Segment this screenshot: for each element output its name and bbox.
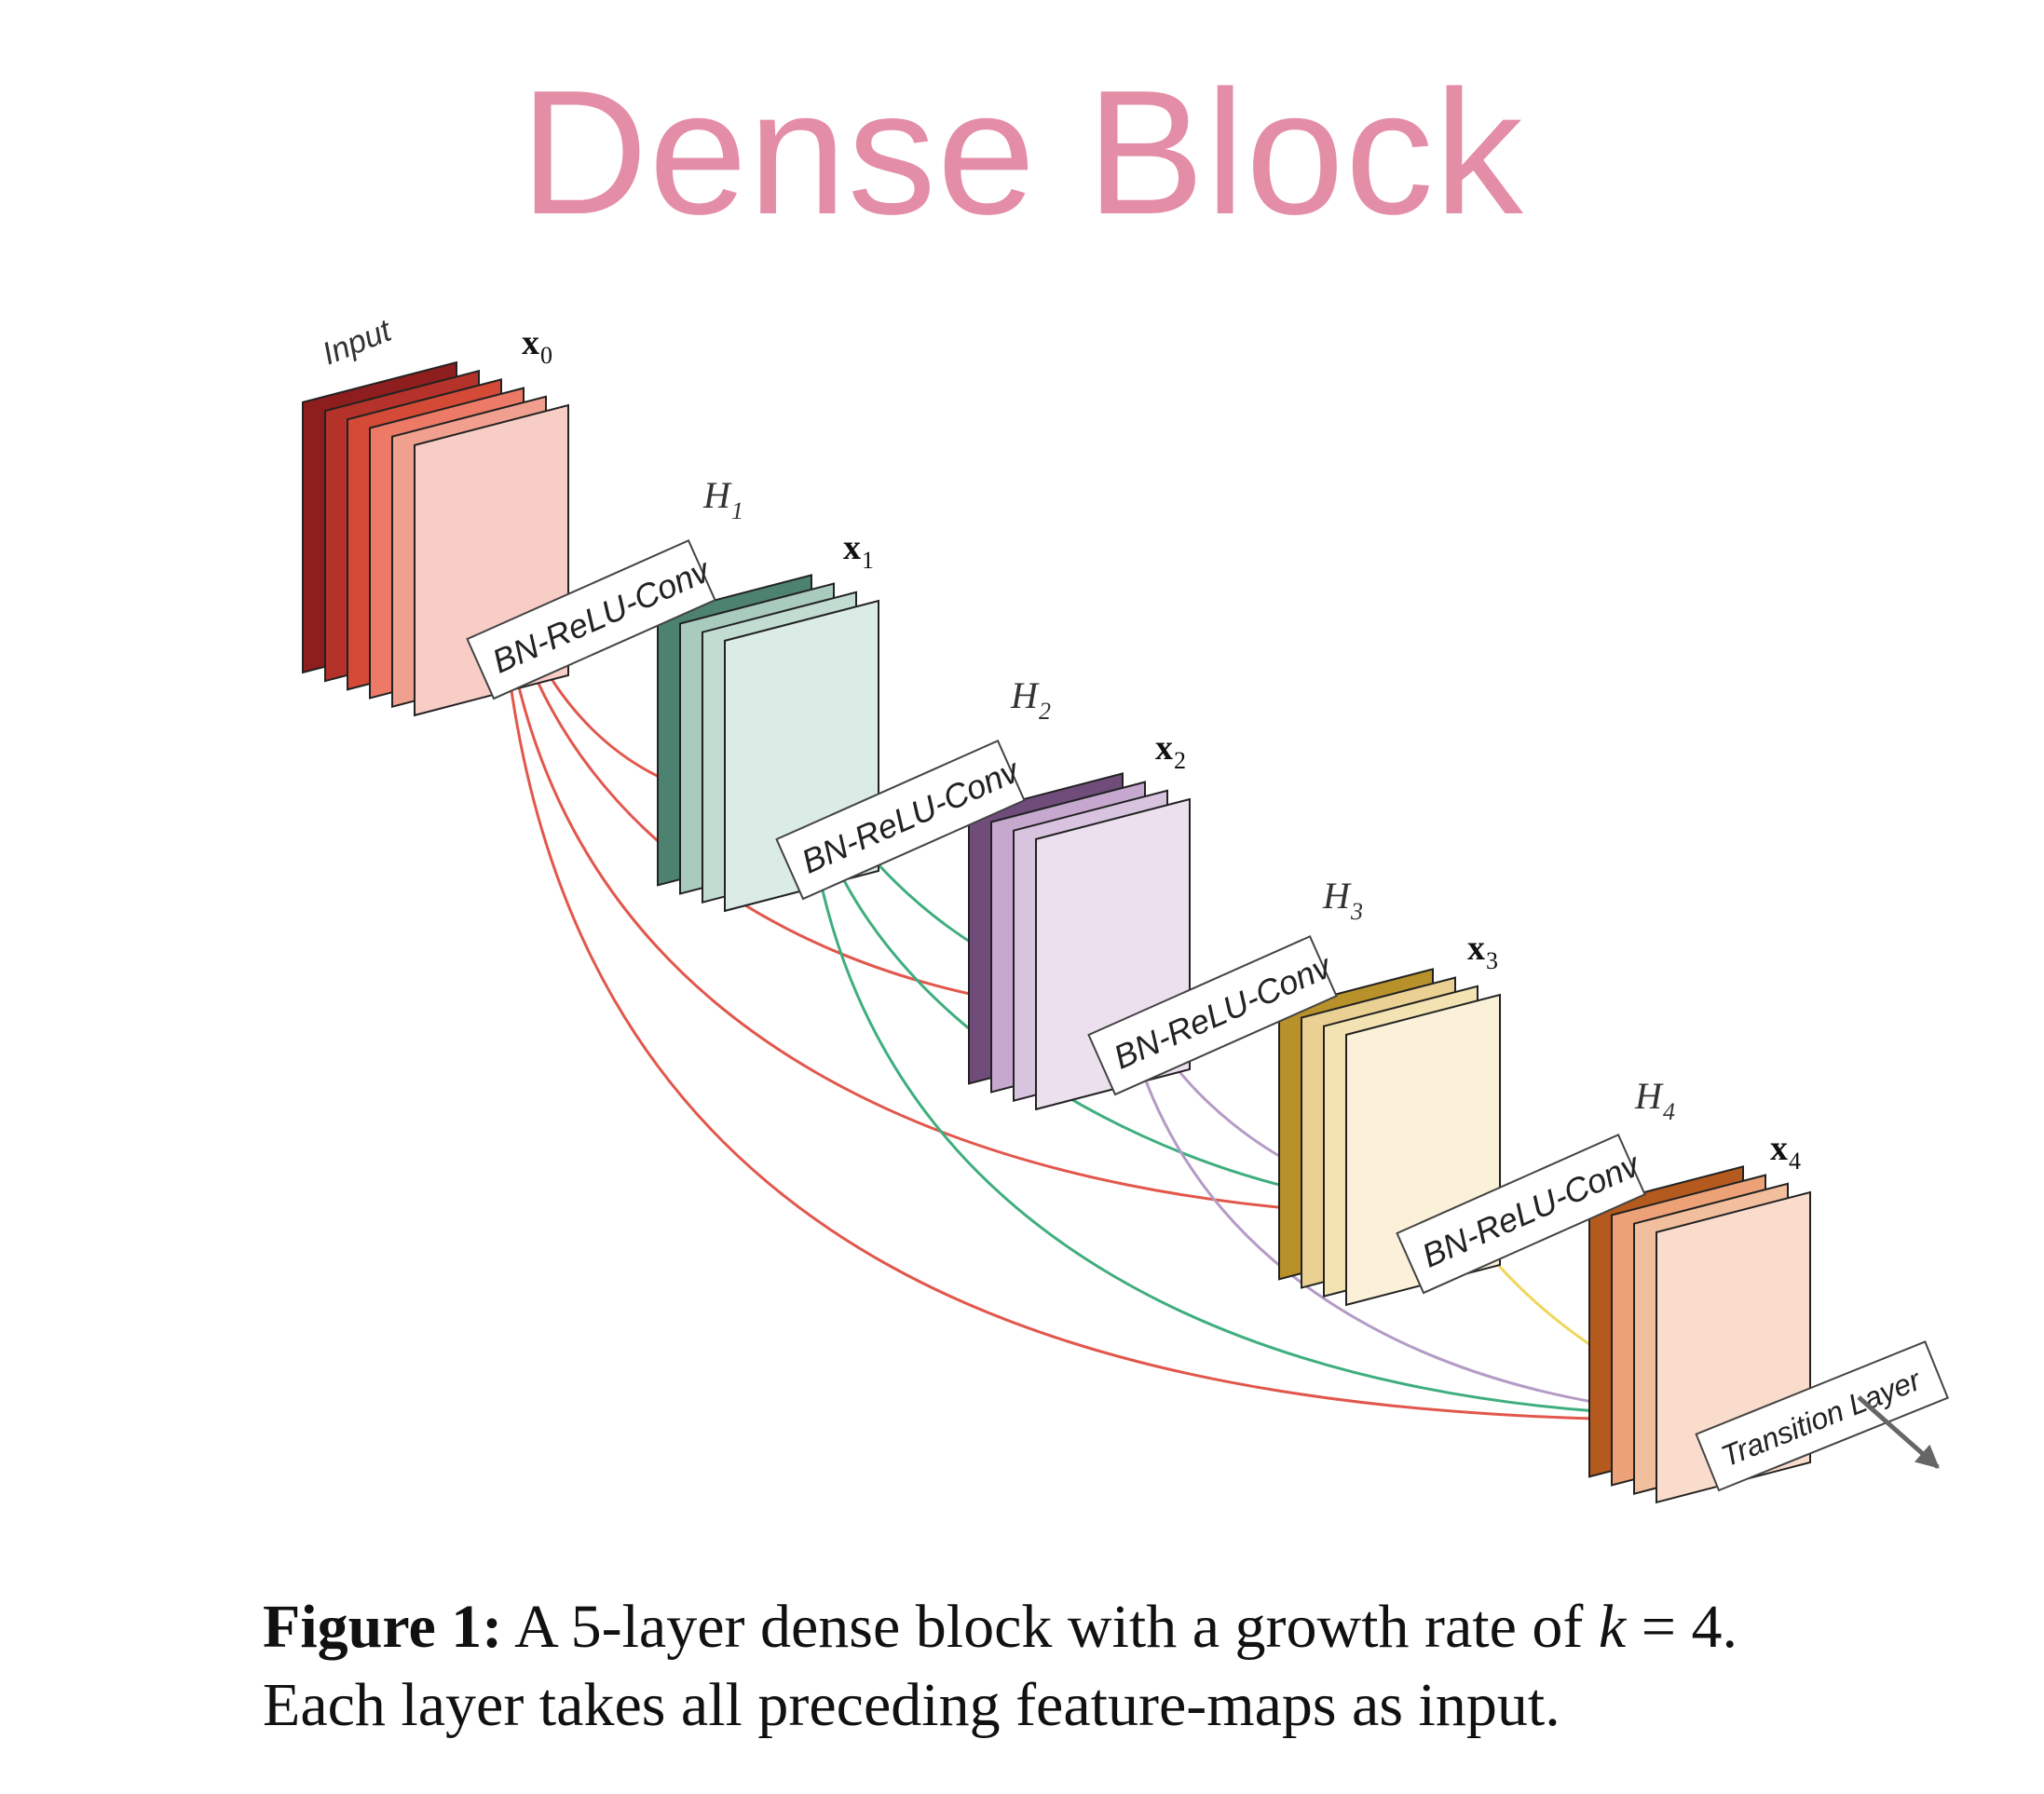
x-label: x (843, 528, 861, 567)
h-label: H (702, 474, 732, 516)
x-subscript: 1 (862, 547, 874, 574)
box-frame (466, 538, 716, 700)
x-subscript: 4 (1789, 1148, 1801, 1175)
x-label: x (522, 323, 539, 362)
figure-caption: Figure 1: A 5-layer dense block with a g… (263, 1588, 1940, 1745)
k-symbol: k (1598, 1593, 1627, 1661)
caption-line-1: Figure 1: A 5-layer dense block with a g… (263, 1588, 1940, 1666)
h-label: H (1322, 875, 1352, 917)
dense-connection-curve (801, 738, 1724, 1418)
h-label: H (1634, 1075, 1664, 1117)
k-value: 4. (1691, 1593, 1737, 1661)
equals-sign: = (1641, 1593, 1676, 1661)
figure-label: Figure 1: (263, 1593, 503, 1661)
caption-line-2: Each layer takes all preceding feature-m… (263, 1671, 1560, 1739)
x-subscript: 0 (540, 342, 552, 369)
x-label: x (1467, 929, 1485, 968)
x-subscript: 3 (1486, 947, 1498, 974)
feature-stack-1 (657, 574, 879, 913)
h-subscript: 2 (1039, 698, 1051, 725)
feature-map-stacks (302, 360, 1811, 1504)
x-label: x (1155, 728, 1173, 768)
page-title: Dense Block (520, 54, 1524, 251)
box-frame (775, 739, 1026, 901)
h-label: H (1010, 674, 1040, 716)
caption-text-1: A 5-layer dense block with a growth rate… (514, 1593, 1584, 1661)
feature-stack-4 (1588, 1165, 1811, 1504)
dense-connection-curve (497, 539, 1454, 1217)
box-frame (1396, 1133, 1646, 1295)
dense-connection-curve (497, 539, 1715, 1422)
box-frame (1695, 1340, 1950, 1492)
h-subscript: 4 (1663, 1098, 1675, 1125)
h-subscript: 3 (1350, 898, 1363, 925)
x-label: x (1770, 1129, 1788, 1168)
box-frame (1087, 934, 1338, 1096)
x-subscript: 2 (1174, 747, 1186, 774)
feature-stack-0 (302, 360, 569, 717)
input-label: Input (318, 312, 398, 372)
h-subscript: 1 (731, 497, 743, 524)
transition-arrow (1857, 1395, 1940, 1469)
